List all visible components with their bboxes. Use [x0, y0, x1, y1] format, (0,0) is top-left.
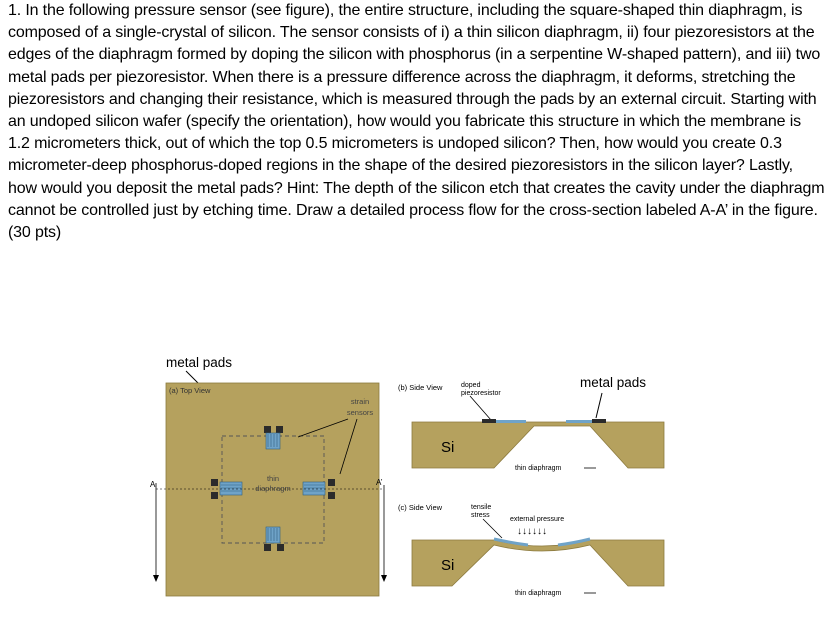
top-view-panel: metal pads (a) Top View thin diaphragm s…: [150, 355, 387, 597]
side-view-c-panel: (c) Side View tensile stress external pr…: [398, 503, 665, 597]
section-a-label: A: [150, 480, 156, 489]
question-text: 1. In the following pressure sensor (see…: [8, 2, 825, 242]
sensors-label: sensors: [347, 408, 374, 417]
pressure-arrows: ↓↓↓↓↓↓: [517, 526, 547, 537]
piezoresistor-top: [264, 426, 283, 450]
side-view-c-label: (c) Side View: [398, 503, 443, 512]
thin-label: thin: [267, 474, 279, 483]
external-pressure-label: external pressure: [510, 516, 564, 523]
metal-pads-label: metal pads: [166, 355, 232, 370]
piezoresistor-left: [211, 479, 243, 499]
tensile-label: tensile: [471, 504, 491, 511]
thin-diaphragm-label-c: thin diaphragm: [515, 590, 561, 597]
silicon-chip: [165, 382, 380, 597]
piezoresistor-bottom: [264, 526, 284, 551]
silicon-section-b: [411, 421, 665, 469]
piezoresistor-right: [302, 479, 335, 499]
top-view-label: (a) Top View: [169, 386, 211, 395]
stress-label: stress: [471, 512, 490, 519]
piezoresistor-label: piezoresistor: [461, 390, 501, 397]
strain-label: strain: [351, 397, 369, 406]
doped-label: doped: [461, 382, 481, 389]
section-a-prime-label: A’: [376, 478, 383, 487]
si-label-b: Si: [441, 439, 454, 456]
thin-diaphragm-label-b: thin diaphragm: [515, 465, 561, 472]
diaphragm-label: diaphragm: [255, 484, 290, 493]
side-view-b-panel: (b) Side View doped piezoresistor metal …: [398, 375, 665, 472]
side-view-b-label: (b) Side View: [398, 383, 443, 392]
si-label-c: Si: [441, 557, 454, 574]
metal-pads-label-b: metal pads: [580, 375, 646, 390]
